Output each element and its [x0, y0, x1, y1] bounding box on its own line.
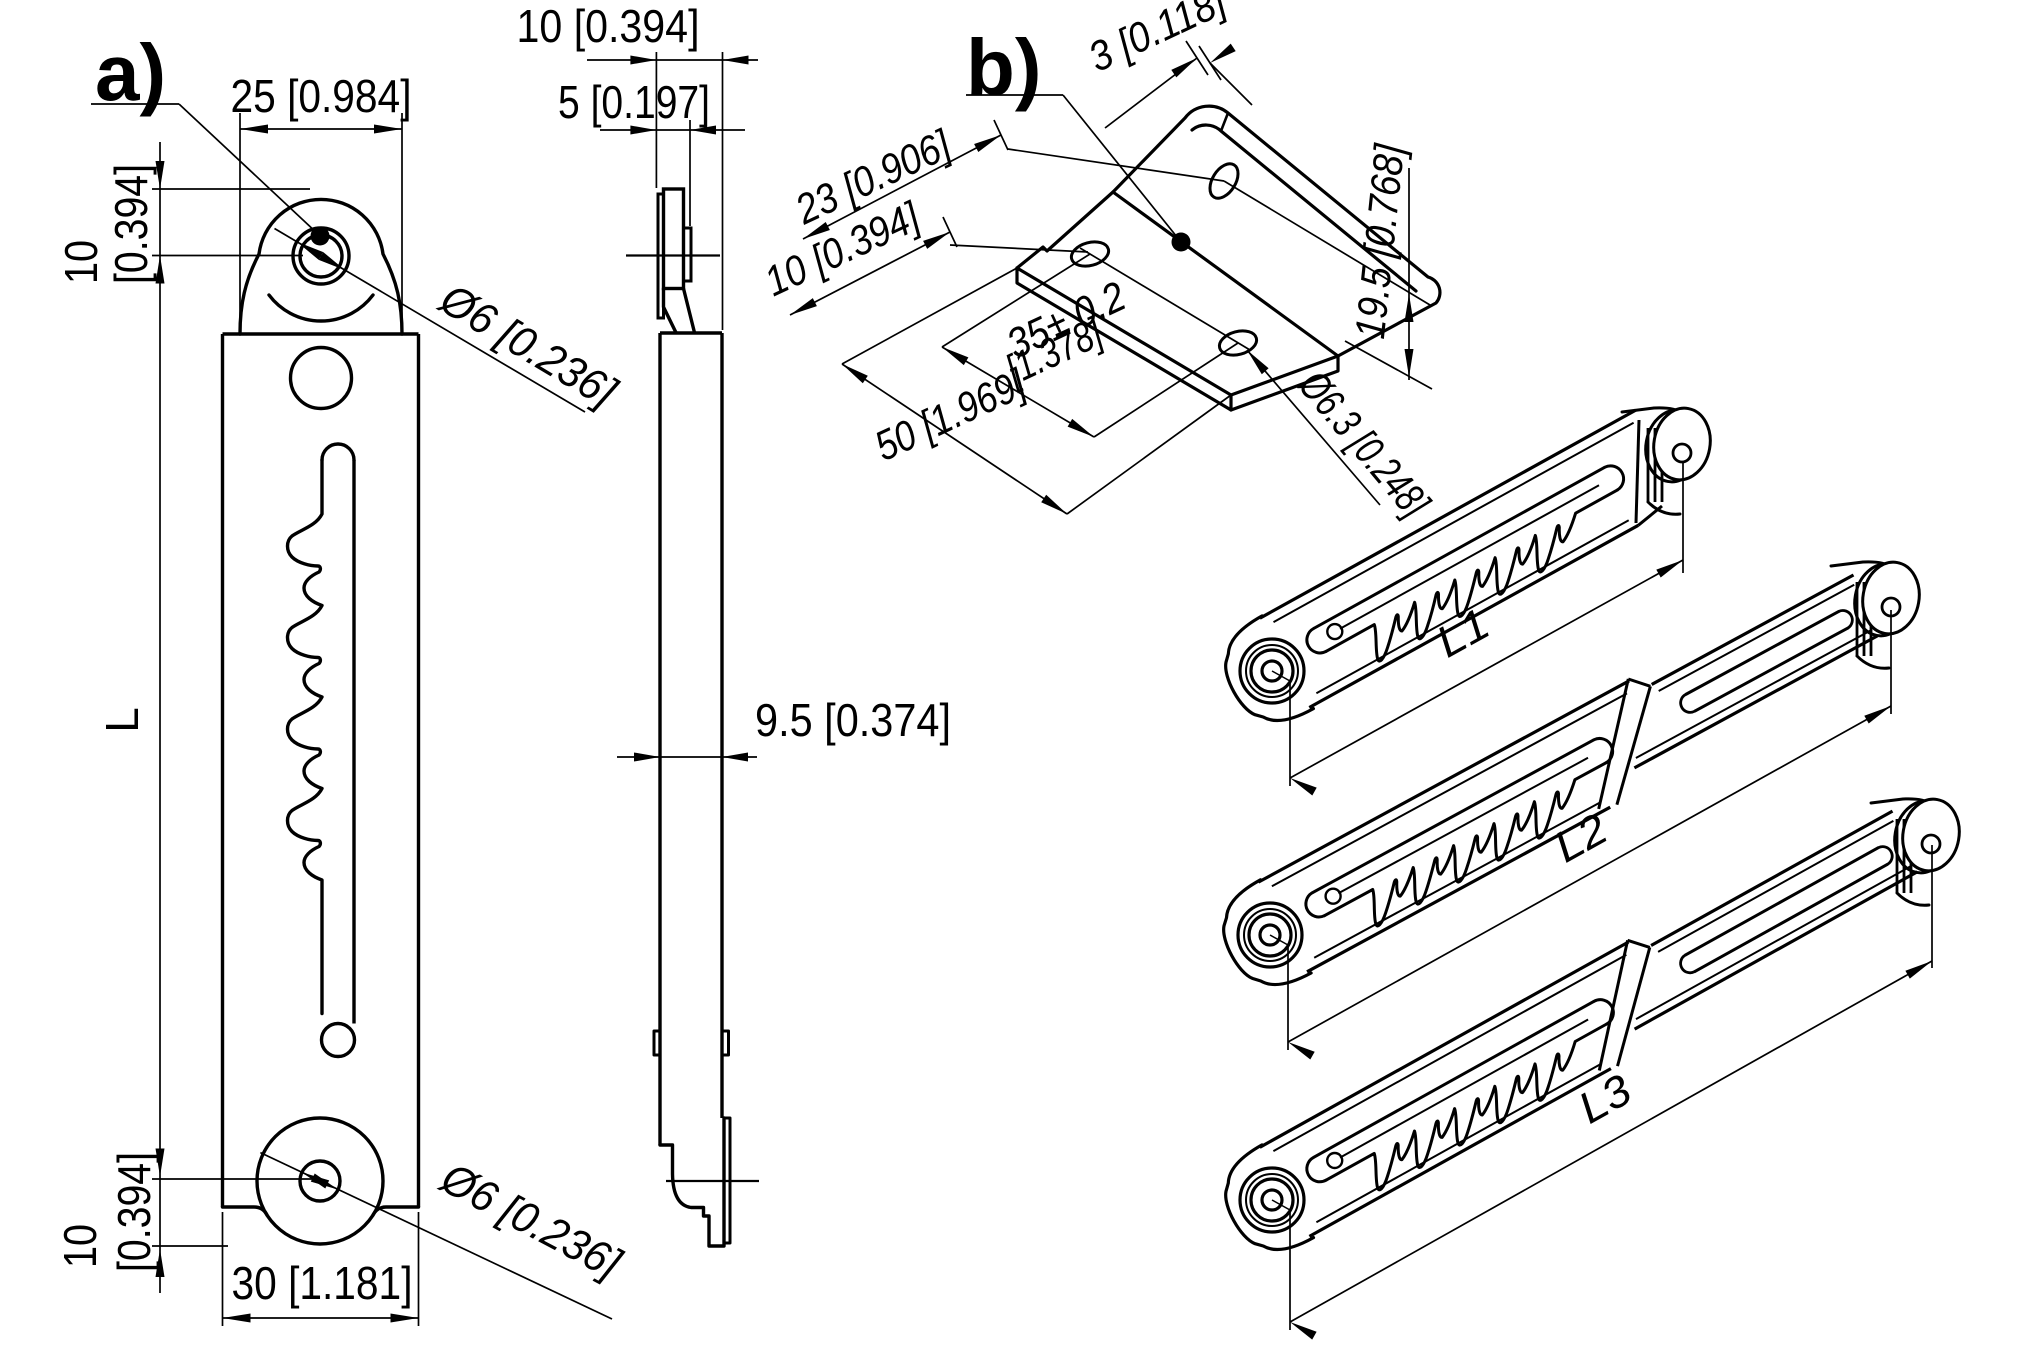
svg-text:[0.394]: [0.394] [108, 1152, 160, 1272]
svg-text:30 [1.181]: 30 [1.181] [232, 1257, 413, 1309]
svg-text:b): b) [966, 23, 1042, 112]
svg-text:L: L [96, 707, 148, 733]
svg-text:[0.394]: [0.394] [105, 164, 157, 284]
svg-text:5 [0.197]: 5 [0.197] [558, 76, 710, 128]
svg-text:25 [0.984]: 25 [0.984] [231, 70, 412, 122]
svg-text:9.5 [0.374]: 9.5 [0.374] [755, 694, 951, 746]
svg-text:10: 10 [54, 1224, 106, 1268]
svg-text:a): a) [95, 28, 166, 117]
svg-text:10: 10 [55, 240, 107, 284]
svg-text:10 [0.394]: 10 [0.394] [517, 0, 700, 52]
